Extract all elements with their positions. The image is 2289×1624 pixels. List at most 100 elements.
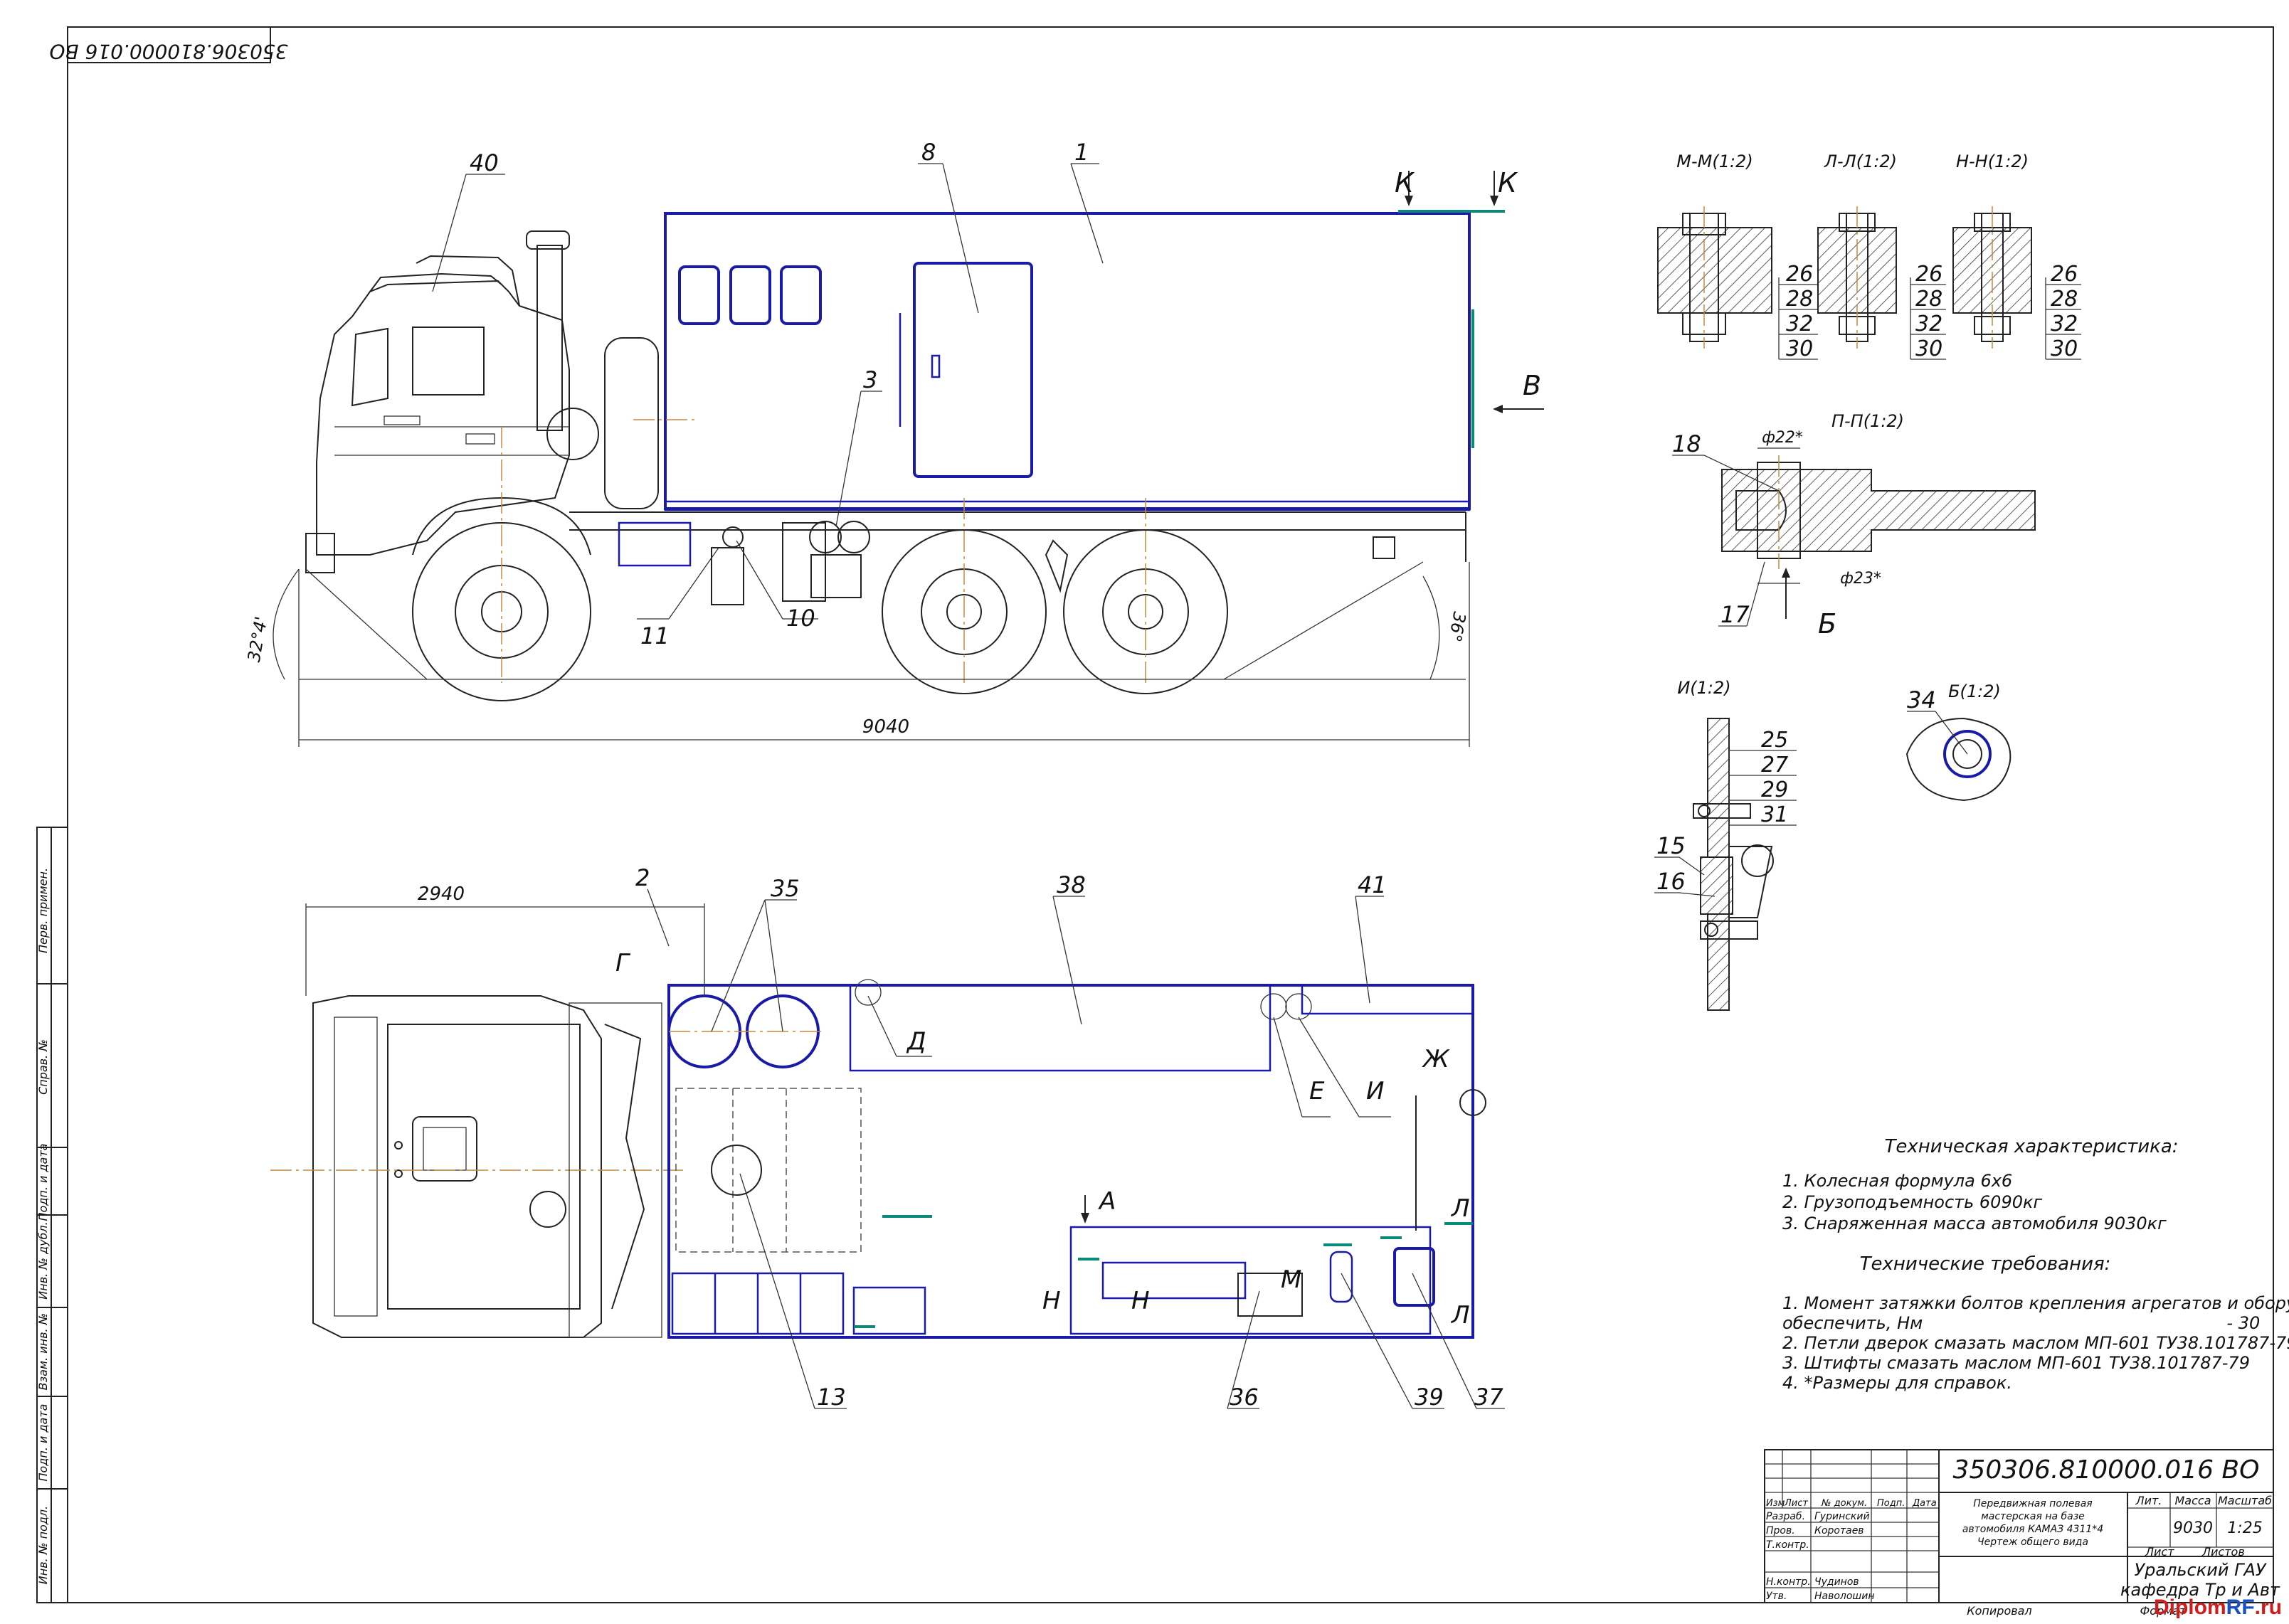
- view-letter-g: Г: [615, 949, 631, 977]
- view-letter-n: Н: [1042, 1287, 1061, 1315]
- specs-heading: Техническая характеристика:: [1884, 1136, 2178, 1157]
- mass-value: 9030: [2173, 1519, 2213, 1537]
- role-label: Разраб.: [1766, 1511, 1805, 1522]
- callout-38: 38: [1057, 871, 1086, 898]
- title-block: 350306.810000.016 ВО Изм Лист № докум. П…: [1764, 1449, 2280, 1603]
- copied-label: Копировал: [1967, 1604, 2031, 1618]
- sheet-frame: [67, 26, 2274, 1603]
- view-i-detail: И(1:2) 25 27 29 31 15 16: [1654, 678, 1797, 1011]
- stack-label: 30: [1786, 336, 1813, 361]
- view-letter-k: К: [1395, 167, 1415, 198]
- workbench-36: [1069, 1226, 1432, 1335]
- doc-code: 350306.810000.016 ВО: [1953, 1455, 2260, 1485]
- scale-label: Масштаб: [2218, 1494, 2272, 1507]
- stack-ll: 26 28 32 30: [1910, 262, 1946, 361]
- stack-label: 30: [1915, 336, 1942, 361]
- view-letter-n: Н: [1131, 1287, 1150, 1315]
- callout-10: 10: [786, 605, 815, 632]
- lit-label: Лит.: [2135, 1494, 2162, 1507]
- stack-nn: 26 28 32 30: [2045, 262, 2081, 361]
- rotated-code-box: [67, 26, 271, 63]
- callout-1: 1: [1074, 139, 1089, 166]
- role-label: Н.контр.: [1766, 1576, 1811, 1588]
- org-line: кафедра Тр и Авт: [2120, 1580, 2280, 1600]
- view-b-detail: Б(1:2) 34: [1905, 681, 2012, 802]
- view-letter-e: Е: [1309, 1077, 1325, 1105]
- mass-label: Масса: [2174, 1494, 2211, 1507]
- role-label: Утв.: [1766, 1591, 1787, 1602]
- role-name: Наволошин: [1814, 1591, 1875, 1602]
- stamp-label: Инв. № подл.: [36, 1506, 50, 1584]
- callout-17: 17: [1720, 601, 1750, 628]
- sheets-label: Листов: [2201, 1545, 2245, 1559]
- callout-8: 8: [921, 139, 936, 166]
- sheet-label: Лист: [2145, 1545, 2174, 1559]
- stamp-label: Перв. примен.: [36, 868, 50, 953]
- org-line: Уральский ГАУ: [2135, 1560, 2267, 1580]
- side-stamp: Перв. примен. Справ. № Подп. и дата Инв.…: [36, 827, 68, 1603]
- view-letter-m: М: [1281, 1265, 1301, 1294]
- requirement-item: 4. *Размеры для справок.: [1782, 1373, 2012, 1393]
- workshop-body: [664, 212, 1471, 510]
- technical-specs: Техническая характеристика: 1. Колесная …: [1782, 1136, 2289, 1393]
- air-filter: [546, 408, 599, 460]
- watermark-logo: DiplomRF.ru: [2153, 1596, 2282, 1619]
- col-header: Лист: [1784, 1498, 1808, 1509]
- view-letter-i: И: [1366, 1077, 1384, 1105]
- callout-25: 25: [1761, 728, 1788, 753]
- bench-38: [849, 984, 1272, 1072]
- cab-top: [312, 995, 602, 1338]
- requirement-item: 3. Штифты смазать маслом МП-601 ТУ38.101…: [1782, 1353, 2250, 1373]
- stack-label: 26: [1915, 262, 1942, 287]
- side-callouts: 40 8 1 3 11 10: [432, 139, 1104, 649]
- col-header: № докум.: [1821, 1498, 1867, 1509]
- callout-29: 29: [1761, 777, 1788, 802]
- stack-label: 28: [2051, 287, 2078, 312]
- dim-front-length: 2940: [418, 883, 465, 905]
- section-pp: П-П(1:2) ф22* ф23* Б 18 17: [1672, 411, 2036, 639]
- callout-2: 2: [635, 864, 650, 891]
- truck-side-view: К К В 9040 32°4' 36°: [244, 167, 1544, 747]
- stack-label: 26: [2051, 262, 2078, 287]
- cab-outline: [316, 280, 570, 556]
- sections-bolted: М-М(1:2) Л-Л(1:2) Н-Н(1:2) 26 28 32 30: [1657, 152, 2081, 361]
- requirement-item: 2. Петли дверок смазать маслом МП-601 ТУ…: [1782, 1333, 2289, 1353]
- view-letter-k: К: [1498, 167, 1518, 198]
- stack-label: 32: [1915, 312, 1942, 336]
- callout-13: 13: [817, 1384, 846, 1411]
- doc-title-line: Чертеж общего вида: [1977, 1537, 2088, 1548]
- stack-label: 32: [2051, 312, 2078, 336]
- section-title-mm: М-М(1:2): [1676, 152, 1753, 171]
- view-letter-l: Л: [1450, 1301, 1470, 1330]
- requirement-item: обеспечить, Нм - 30: [1782, 1313, 2260, 1333]
- dim-angle-rear: 36°: [1444, 610, 1469, 644]
- stack-mm: 26 28 32 30: [1778, 262, 1818, 361]
- doc-title-line: мастерская на базе: [1981, 1511, 2085, 1522]
- stamp-label: Справ. №: [36, 1039, 50, 1095]
- callout-36: 36: [1230, 1384, 1259, 1411]
- callout-31: 31: [1761, 802, 1788, 827]
- spec-item: 1. Колесная формула 6х6: [1782, 1171, 2012, 1191]
- callout-27: 27: [1761, 753, 1788, 777]
- section-title-bb: Б(1:2): [1948, 681, 2001, 701]
- stack-label: 26: [1786, 262, 1813, 287]
- role-name: Гуринский: [1814, 1511, 1870, 1522]
- dim-overall-length: 9040: [862, 716, 909, 738]
- stack-label: 32: [1786, 312, 1813, 336]
- callout-3: 3: [863, 366, 877, 393]
- requirements-heading: Технические требования:: [1860, 1253, 2111, 1275]
- section-title-nn: Н-Н(1:2): [1956, 152, 2029, 171]
- callout-37: 37: [1474, 1384, 1503, 1411]
- stamp-label: Подп. и дата: [36, 1144, 50, 1221]
- format-label: Формат: [2140, 1604, 2187, 1618]
- callout-35: 35: [771, 875, 800, 902]
- stamp-label: Взам. инв. №: [36, 1313, 50, 1391]
- body-window: [780, 265, 822, 325]
- col-header: Дата: [1912, 1498, 1937, 1509]
- dim-d22: ф22*: [1762, 429, 1803, 447]
- view-letter-a: А: [1098, 1187, 1116, 1216]
- view-letter-b: Б: [1818, 608, 1836, 639]
- callout-34: 34: [1907, 686, 1936, 713]
- spare-wheel: [604, 337, 659, 509]
- stamp-label: Инв. № дубл.: [36, 1221, 50, 1299]
